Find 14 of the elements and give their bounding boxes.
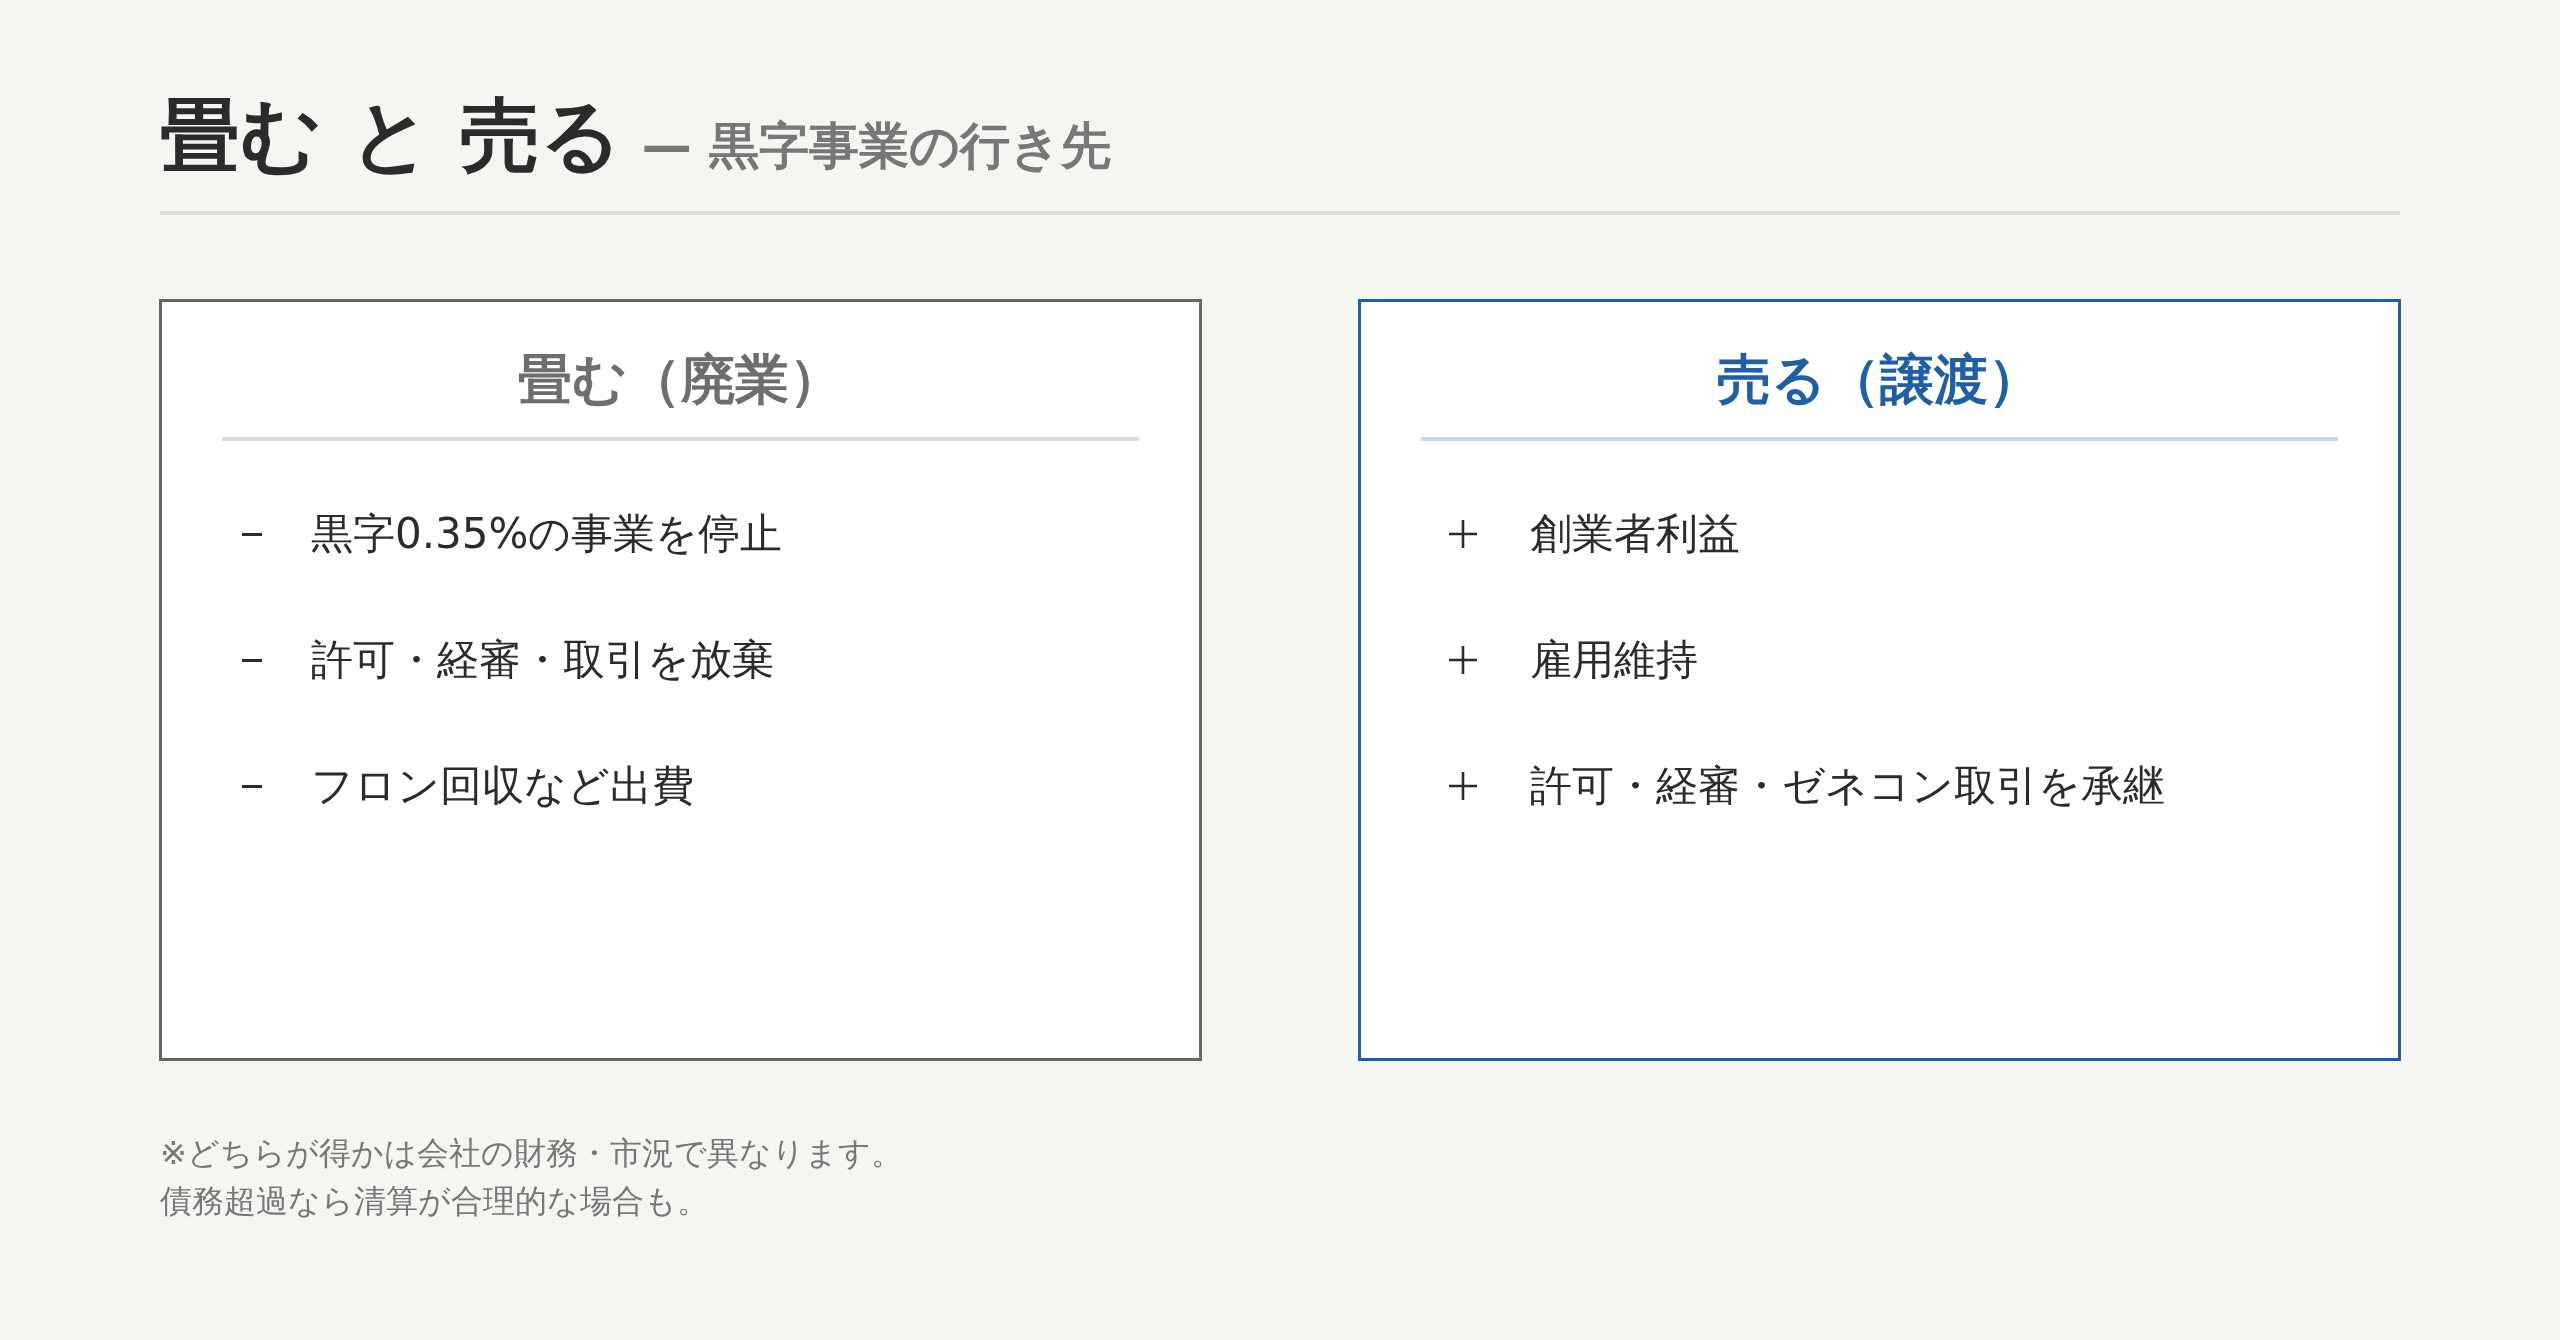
panel — [1358, 299, 2401, 1061]
list-item: 許可・経審・取引を放棄 — [311, 634, 774, 686]
subtitle: — 黒字事業の行き先 — [641, 116, 1112, 176]
footnote: ※どちらが得かは会社の財務・市況で異なります。 — [160, 1133, 903, 1174]
panel — [159, 299, 1202, 1061]
panel-heading: 売る（譲渡） — [1716, 347, 2043, 413]
title: 畳む と 売る — [160, 88, 622, 184]
list-item: 黒字0.35%の事業を停止 — [311, 508, 783, 560]
footnote: 債務超過なら清算が合理的な場合も。 — [160, 1181, 709, 1222]
panel-heading: 畳む（廃業） — [517, 347, 844, 413]
list-item: フロン回収など出費 — [311, 760, 694, 812]
list-item: 雇用維持 — [1530, 634, 1698, 686]
list-item: 許可・経審・ゼネコン取引を承継 — [1530, 760, 2165, 812]
list-item: 創業者利益 — [1530, 508, 1740, 560]
